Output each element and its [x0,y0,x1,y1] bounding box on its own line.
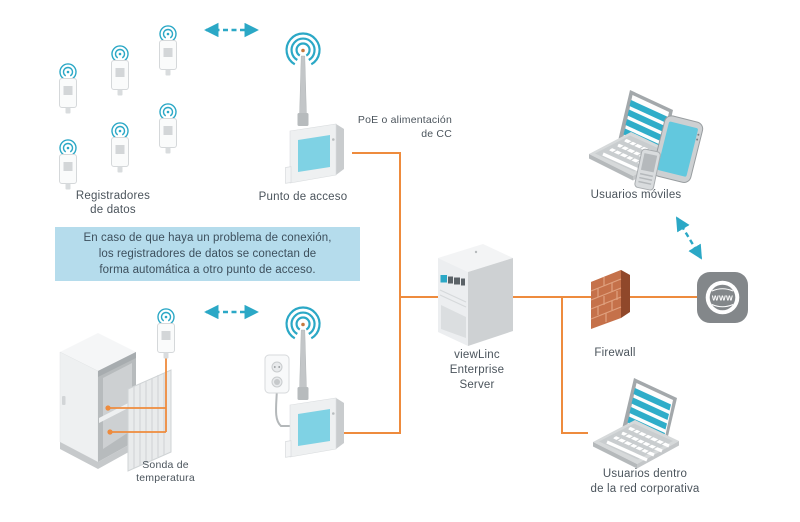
network-connectors [338,152,698,434]
corporate-users-label: Usuarios dentro de la red corporativa [590,468,700,495]
tablet-icon [652,115,704,183]
power-outlet-icon [264,354,292,427]
chamber-door [127,369,172,472]
internet-icon: WWW [697,272,748,323]
temperature-probe-label: Sonda de temperatura [136,459,195,484]
access-point-label: Punto de acceso [258,191,348,203]
mobile-users-icon [587,88,704,191]
temperature-probe-wires [105,353,167,435]
phone-icon [634,148,661,191]
firewall-icon [590,270,630,329]
server-icon [438,244,513,346]
data-logger-group [58,25,178,191]
access-point-2-icon [284,306,346,459]
firewall-label: Firewall [594,347,636,359]
corporate-laptop-icon [591,376,681,471]
access-point-icon [284,32,346,185]
data-loggers-label: Registradores de datos [75,190,151,217]
www-label: WWW [712,294,733,303]
wireless-link-arrows [204,22,703,320]
mobile-users-label: Usuarios móviles [590,189,682,201]
chamber-logger-icon [156,308,176,360]
poe-label: PoE o alimentación de CC [357,114,452,140]
info-box: En caso de que haya un problema de conex… [55,227,360,281]
server-label: viewLinc Enterprise Server [449,349,505,392]
chamber-icon [59,333,172,472]
